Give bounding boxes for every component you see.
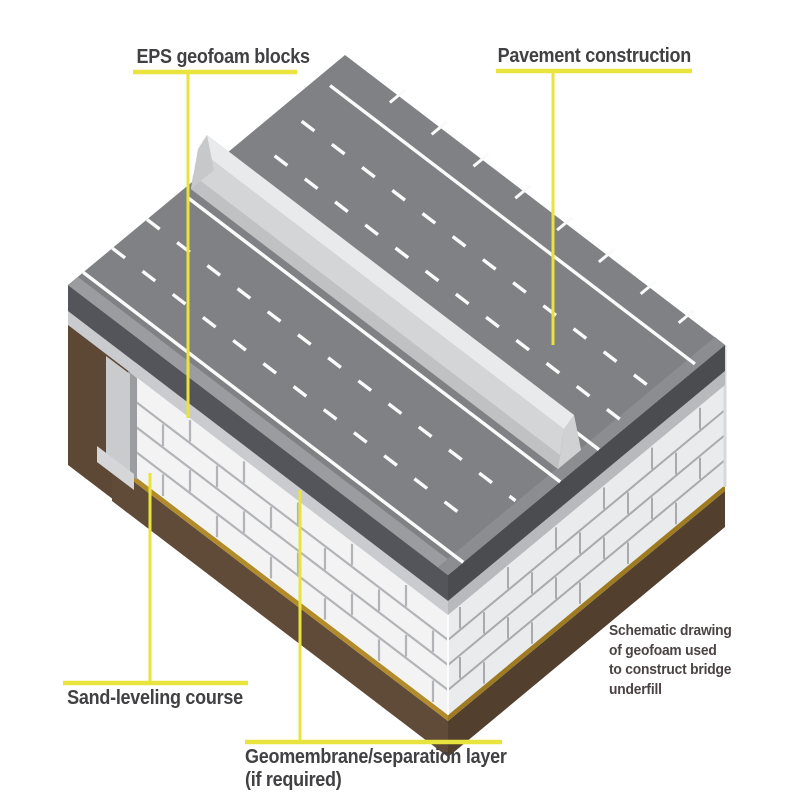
label-eps-geofoam-blocks: EPS geofoam blocks [136,46,310,68]
detail-line [448,459,725,691]
barrier-start-cap [191,135,214,189]
road-shoulder-southwest [68,277,458,575]
geomembrane-band-southeast [448,371,725,615]
detail-line [130,446,448,691]
sand-line-southeast [448,485,725,721]
caption-line3: to construct bridge [609,661,732,678]
facing-panel-shadow [128,371,137,480]
detail-line [556,216,574,232]
caption-line1: Schematic drawing [609,622,732,639]
soil-band-southwest [112,465,448,757]
detail-line [82,270,465,564]
label-pavement-construction: Pavement construction [497,45,692,67]
sand-leveling-layer [112,459,725,721]
barrier-base-strip [191,175,560,469]
detail-line [186,196,562,484]
detail-line [388,88,407,104]
median-barrier [191,135,581,469]
detail-line [597,248,616,264]
sand-line-southwest [112,459,448,721]
detail-line [677,309,695,325]
facing-panel-body [106,356,130,472]
barrier-top-ridge [198,135,574,429]
road-shoulder-southeast [438,337,725,575]
caption-schematic-note: Schematic drawing of geofoam used to con… [609,621,756,699]
facing-panel-foot [97,446,134,490]
facing-panel [97,356,137,490]
label-geomembrane-line2: (if required) [245,769,342,791]
pavement-layer [68,285,725,601]
detail-line [514,184,532,200]
pavement-side-southwest [68,285,448,601]
geomembrane-layer [68,311,725,615]
barrier-end-cap [558,415,581,469]
detail-line [472,152,490,168]
detail-line [448,434,725,666]
detail-line [130,421,448,666]
detail-line [329,84,696,366]
detail-line [145,218,517,503]
caption-line2: of geofoam used [609,641,717,659]
soil-band-southeast [448,491,725,757]
detail-line [130,396,448,641]
detail-line [448,409,725,641]
geomembrane-band-southwest [68,311,448,615]
leader-lines [63,68,692,745]
label-geomembrane-line1: Geomembrane/separation layer [245,746,507,768]
label-geomembrane-separation-layer: Geomembrane/separation layer (if require… [245,746,507,792]
detail-line [639,280,657,296]
label-sand-leveling-course: Sand-leveling course [67,687,243,709]
caption-line4: underfill [609,680,662,698]
detail-line [430,120,448,136]
pavement-side-southeast [448,345,725,601]
